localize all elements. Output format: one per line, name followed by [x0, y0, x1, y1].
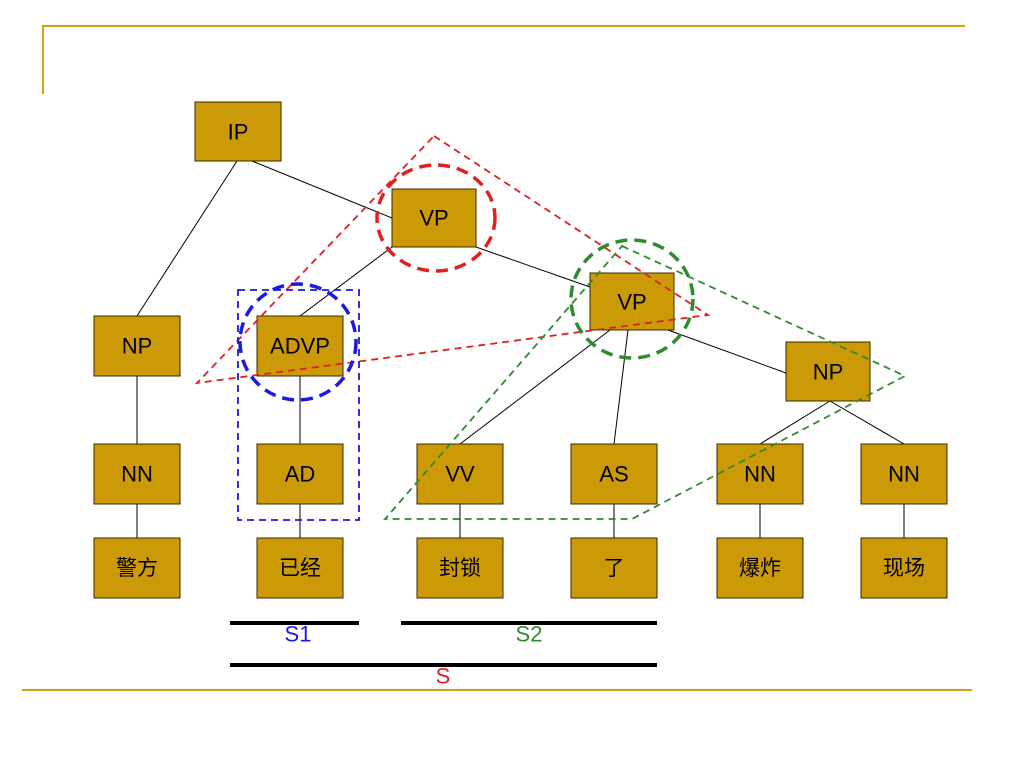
word-4-text: 了 [604, 556, 625, 580]
word-5: 爆炸 [716, 537, 804, 599]
node-advp-label: ADVP [270, 334, 330, 359]
node-nn-1-label: NN [121, 462, 153, 487]
node-np-subject: NP [93, 315, 181, 377]
node-np-object-label: NP [813, 360, 844, 385]
green-dashed-polygon [383, 244, 908, 520]
word-2: 已经 [256, 537, 344, 599]
green-dashed-circle [569, 238, 695, 360]
word-6: 现场 [860, 537, 948, 599]
word-6-text: 现场 [883, 556, 925, 580]
word-1: 警方 [93, 537, 181, 599]
node-nn-3-label: NN [888, 462, 920, 487]
node-vp-inner-label: VP [617, 290, 646, 315]
node-nn-2: NN [716, 443, 804, 505]
word-4: 了 [570, 537, 658, 599]
node-vp-top: VP [391, 188, 477, 248]
word-2-text: 已经 [279, 556, 321, 580]
node-ad-label: AD [285, 462, 316, 487]
node-nn-2-label: NN [744, 462, 776, 487]
node-nn-1: NN [93, 443, 181, 505]
node-nn-3: NN [860, 443, 948, 505]
span-label-s: S [436, 664, 451, 689]
tree-edges [136, 160, 905, 538]
red-dashed-circle [375, 163, 497, 273]
red-dashed-triangle [194, 134, 711, 385]
word-5-text: 爆炸 [739, 556, 781, 580]
span-label-s1: S1 [285, 622, 312, 647]
node-as: AS [570, 443, 658, 505]
node-vp-top-label: VP [419, 206, 448, 231]
node-np-object: NP [785, 341, 871, 402]
blue-dashed-rectangle [237, 289, 360, 521]
node-ip-label: IP [228, 120, 249, 145]
node-ip: IP [194, 101, 282, 162]
word-1-text: 警方 [116, 556, 158, 580]
span-label-s2: S2 [516, 622, 543, 647]
node-advp: ADVP [256, 315, 344, 377]
node-np-subject-label: NP [122, 334, 153, 359]
word-3-text: 封锁 [439, 556, 481, 580]
node-vv-label: VV [445, 462, 475, 487]
node-vv: VV [416, 443, 504, 505]
node-as-label: AS [599, 462, 628, 487]
word-3: 封锁 [416, 537, 504, 599]
blue-dashed-circle [238, 282, 358, 402]
node-ad: AD [256, 443, 344, 505]
